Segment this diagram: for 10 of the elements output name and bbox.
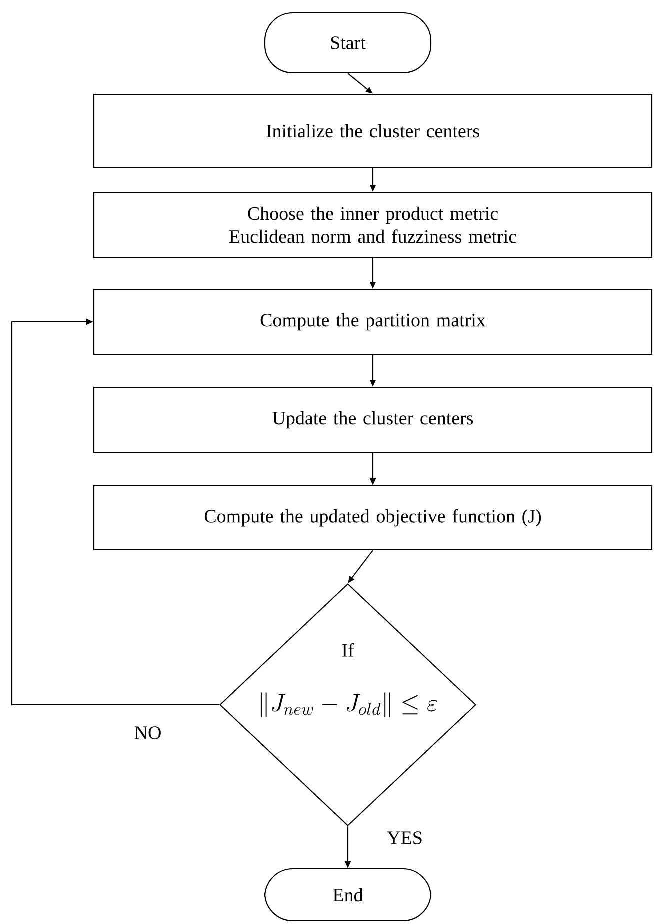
- edge-label: YES: [386, 830, 424, 846]
- process-box: Compute the partition matrix: [93, 288, 653, 356]
- terminal-box: Start: [264, 12, 432, 74]
- terminal-box: End: [264, 868, 432, 922]
- process-box: Choose the inner product metric Euclidean norm and fuzziness metric: [93, 192, 653, 258]
- arrow: [11, 318, 220, 706]
- process-box: Update the cluster centers: [93, 386, 653, 454]
- process-box: Initialize the cluster centers: [93, 94, 653, 168]
- edge-label: NO: [133, 726, 163, 740]
- process-box: Compute the updated objective function (J): [93, 485, 653, 551]
